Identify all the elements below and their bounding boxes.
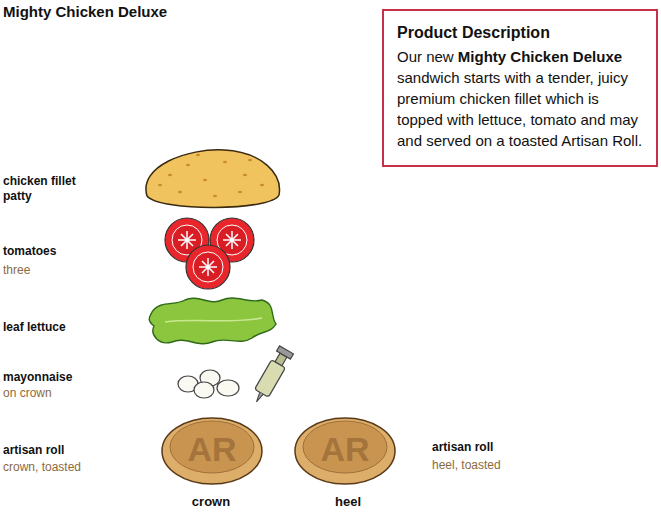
description-body: Our new Mighty Chicken Deluxe sandwich s… xyxy=(397,46,644,151)
tomato-slices xyxy=(165,218,254,289)
part-note: on crown xyxy=(3,386,52,401)
part-note: heel, toasted xyxy=(432,458,501,473)
roll-mark: AR xyxy=(187,431,236,467)
part-label: tomatoes xyxy=(3,244,56,259)
roll-mark: AR xyxy=(320,431,369,467)
part-label: mayonnaise xyxy=(3,370,72,385)
diagram-title: Mighty Chicken Deluxe xyxy=(3,3,167,21)
part-label: artisan roll xyxy=(432,440,493,455)
roll-part-label: crown xyxy=(192,494,230,509)
description-heading: Product Description xyxy=(397,23,644,43)
part-note: crown, toasted xyxy=(3,460,81,475)
roll-part-label: heel xyxy=(335,494,361,509)
chicken-patty xyxy=(146,150,280,208)
part-note: three xyxy=(3,263,30,278)
mayonnaise-dollops xyxy=(178,370,239,398)
roll-crown xyxy=(162,418,262,484)
description-box: Product DescriptionOur new Mighty Chicke… xyxy=(382,9,658,167)
part-label: artisan roll xyxy=(3,443,64,458)
lettuce-leaf xyxy=(149,298,276,344)
part-label: chicken fillet patty xyxy=(3,174,103,204)
part-label: leaf lettuce xyxy=(3,320,66,335)
roll-heel xyxy=(295,418,395,484)
mayo-dispenser xyxy=(250,346,294,406)
